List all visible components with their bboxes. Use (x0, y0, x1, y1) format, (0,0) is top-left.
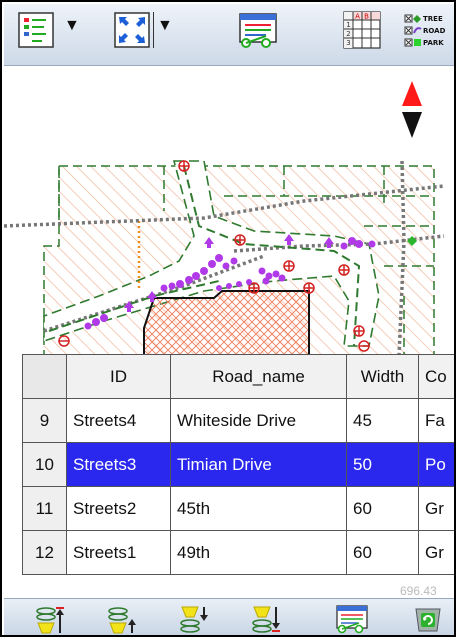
row-number[interactable]: 11 (22, 486, 67, 531)
move-to-first-icon[interactable] (34, 603, 66, 635)
cell-id[interactable]: Streets3 (66, 442, 171, 487)
cell-road-name[interactable]: 45th (170, 486, 347, 531)
bottom-toolbar (4, 598, 454, 635)
table-row[interactable]: 12 Streets1 49th 60 Gr (22, 530, 454, 575)
table-row[interactable]: 9 Streets4 Whiteside Drive 45 Fa (22, 398, 454, 443)
column-header-co[interactable]: Co (418, 354, 454, 399)
legend-label-road: ROAD (423, 27, 446, 35)
grid-table-icon[interactable]: A B 1 2 3 (342, 10, 382, 50)
cell-co[interactable]: Gr (418, 530, 454, 575)
survey-markers (58, 160, 370, 352)
cell-id[interactable]: Streets2 (66, 486, 171, 531)
cell-width[interactable]: 60 (346, 486, 419, 531)
attribute-table[interactable]: ID Road_name Width Co 9 Streets4 Whitesi… (22, 354, 454, 598)
cell-width[interactable]: 45 (346, 398, 419, 443)
cell-id[interactable]: Streets4 (66, 398, 171, 443)
cell-co[interactable]: Po (418, 442, 454, 487)
building-polygon (143, 290, 310, 356)
cell-co[interactable]: Gr (418, 486, 454, 531)
grid-row-3: 3 (346, 39, 350, 47)
map-view[interactable] (4, 66, 454, 356)
row-number[interactable]: 10 (22, 442, 67, 487)
table-row-selected[interactable]: 10 Streets3 Timian Drive 50 Po (22, 442, 454, 487)
attribute-table-icon[interactable] (334, 603, 370, 635)
table-header-row: ID Road_name Width Co (22, 354, 454, 399)
cell-id[interactable]: Streets1 (66, 530, 171, 575)
move-down-icon[interactable] (178, 603, 210, 635)
dropdown-arrow-icon[interactable]: ▼ (64, 17, 80, 34)
grid-row-1: 1 (346, 21, 350, 29)
cell-width[interactable]: 50 (346, 442, 419, 487)
cell-road-name[interactable]: Timian Drive (170, 442, 347, 487)
move-to-last-icon[interactable] (250, 603, 282, 635)
column-header-road-name[interactable]: Road_name (170, 354, 347, 399)
table-corner-cell (22, 354, 67, 399)
full-extent-icon[interactable] (112, 10, 152, 50)
cell-road-name[interactable]: 49th (170, 530, 347, 575)
north-arrow-icon (402, 81, 422, 138)
cell-width[interactable]: 60 (346, 530, 419, 575)
road-centerlines (48, 165, 361, 347)
layer-list-icon[interactable] (16, 10, 56, 50)
table-row[interactable]: 11 Streets2 45th 60 Gr (22, 486, 454, 531)
legend-icon[interactable]: TREE ROAD PARK (404, 12, 454, 56)
toolbar-divider (153, 12, 154, 48)
grid-row-2: 2 (346, 30, 350, 38)
row-number[interactable]: 9 (22, 398, 67, 443)
tree-features (407, 236, 417, 246)
grid-header-a: A (355, 13, 360, 21)
road-point-features (84, 234, 376, 330)
cell-road-name[interactable]: Whiteside Drive (170, 398, 347, 443)
top-toolbar: ▼ ▼ (4, 4, 454, 66)
legend-label-tree: TREE (423, 15, 443, 23)
dropdown-arrow-icon[interactable]: ▼ (157, 17, 173, 34)
row-number[interactable]: 12 (22, 530, 67, 575)
grid-header-b: B (364, 13, 369, 21)
move-up-icon[interactable] (106, 603, 138, 635)
column-header-id[interactable]: ID (66, 354, 171, 399)
refresh-icon[interactable] (412, 603, 444, 635)
scale-readout: 696.43 (400, 584, 437, 598)
column-header-width[interactable]: Width (346, 354, 419, 399)
attribute-table-icon[interactable] (236, 10, 280, 50)
legend-label-park: PARK (423, 39, 444, 47)
road-corridor (43, 160, 380, 347)
cell-co[interactable]: Fa (418, 398, 454, 443)
